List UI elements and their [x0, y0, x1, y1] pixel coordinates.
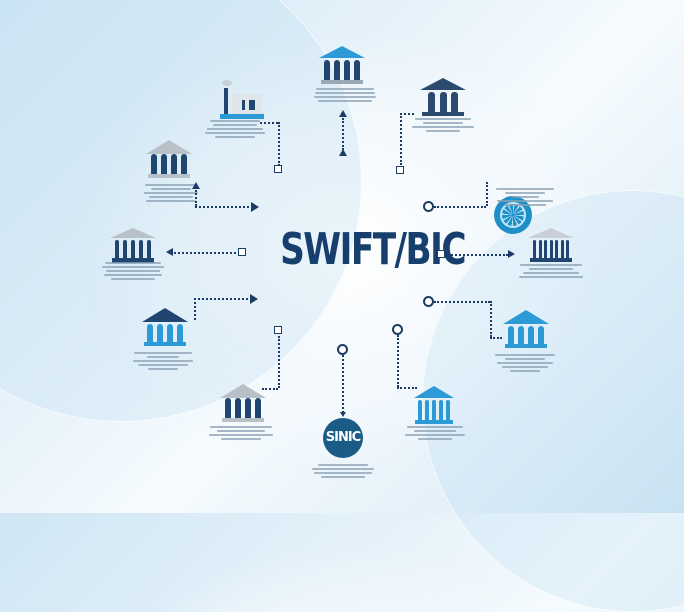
connector-line: [194, 298, 196, 320]
circle-node-icon: [392, 324, 403, 335]
description-text: [490, 352, 560, 374]
connector-line: [448, 254, 508, 256]
description-text: [310, 86, 380, 104]
description-text: [98, 260, 168, 282]
connector-line: [434, 301, 490, 303]
connector-line: [195, 190, 197, 206]
description-text: [206, 424, 276, 442]
bank-node-bottom-left: [220, 384, 266, 424]
bank-icon: [146, 140, 192, 180]
description-text: [490, 186, 560, 208]
bank-icon: [110, 228, 156, 268]
description-text: [516, 262, 586, 280]
arrow-down-icon: [340, 412, 346, 417]
connector-line: [342, 355, 344, 413]
circle-node-icon: [423, 201, 434, 212]
page-title: SWIFT/BIC: [280, 224, 466, 275]
arrow-left-icon: [166, 248, 173, 256]
connector-line: [397, 387, 417, 389]
bank-icon: [142, 308, 188, 348]
bank-icon: [503, 310, 549, 350]
description-text: [200, 118, 270, 140]
bank-node-left: [110, 228, 156, 268]
connector-line: [490, 337, 502, 339]
circle-node-icon: [423, 296, 434, 307]
description-text: [136, 182, 206, 204]
square-node-icon: [396, 166, 404, 174]
description-text: [400, 424, 470, 442]
office-building-icon: [220, 80, 266, 120]
bank-node-upper-left: [146, 140, 192, 180]
bank-node-top-center: [319, 46, 365, 86]
connector-line: [434, 206, 486, 208]
connector-line: [278, 122, 280, 166]
connector-line: [400, 113, 402, 165]
arrow-up-icon: [339, 149, 347, 156]
connector-line: [260, 122, 278, 124]
connector-line: [486, 182, 488, 206]
arrow-up-icon: [192, 182, 200, 189]
connector-line: [195, 206, 249, 208]
arrow-right-icon: [250, 294, 258, 304]
bank-icon: [220, 384, 266, 424]
bank-node-right: [528, 228, 574, 268]
connector-line: [400, 113, 414, 115]
connector-line: [490, 301, 492, 337]
connector-line: [262, 388, 278, 390]
connector-line: [194, 298, 248, 300]
arrow-up-icon: [339, 110, 347, 117]
bank-icon: [319, 46, 365, 86]
square-node-icon: [238, 248, 246, 256]
bank-node-bottom-right: [414, 386, 458, 426]
bank-node-lower-left: [142, 308, 188, 348]
description-text: [308, 462, 378, 480]
description-text: [128, 350, 198, 372]
connector-line: [397, 335, 399, 387]
wheel-icon: [494, 196, 532, 234]
sinic-badge-icon: SINIC: [323, 418, 363, 458]
connector-line: [174, 252, 236, 254]
office-node-top-left: [220, 80, 266, 120]
arrow-right-icon: [508, 250, 515, 258]
description-text: [408, 116, 478, 134]
square-node-icon: [274, 326, 282, 334]
connector-line: [342, 118, 344, 150]
bank-icon: [528, 228, 574, 268]
circle-node-icon: [337, 344, 348, 355]
square-node-icon: [437, 250, 445, 258]
bank-icon: [420, 78, 466, 118]
arrow-right-icon: [251, 202, 259, 212]
bank-icon: [414, 386, 458, 426]
square-node-icon: [274, 165, 282, 173]
bank-node-top-right: [420, 78, 466, 118]
bank-node-lower-right: [503, 310, 549, 350]
connector-line: [278, 336, 280, 388]
